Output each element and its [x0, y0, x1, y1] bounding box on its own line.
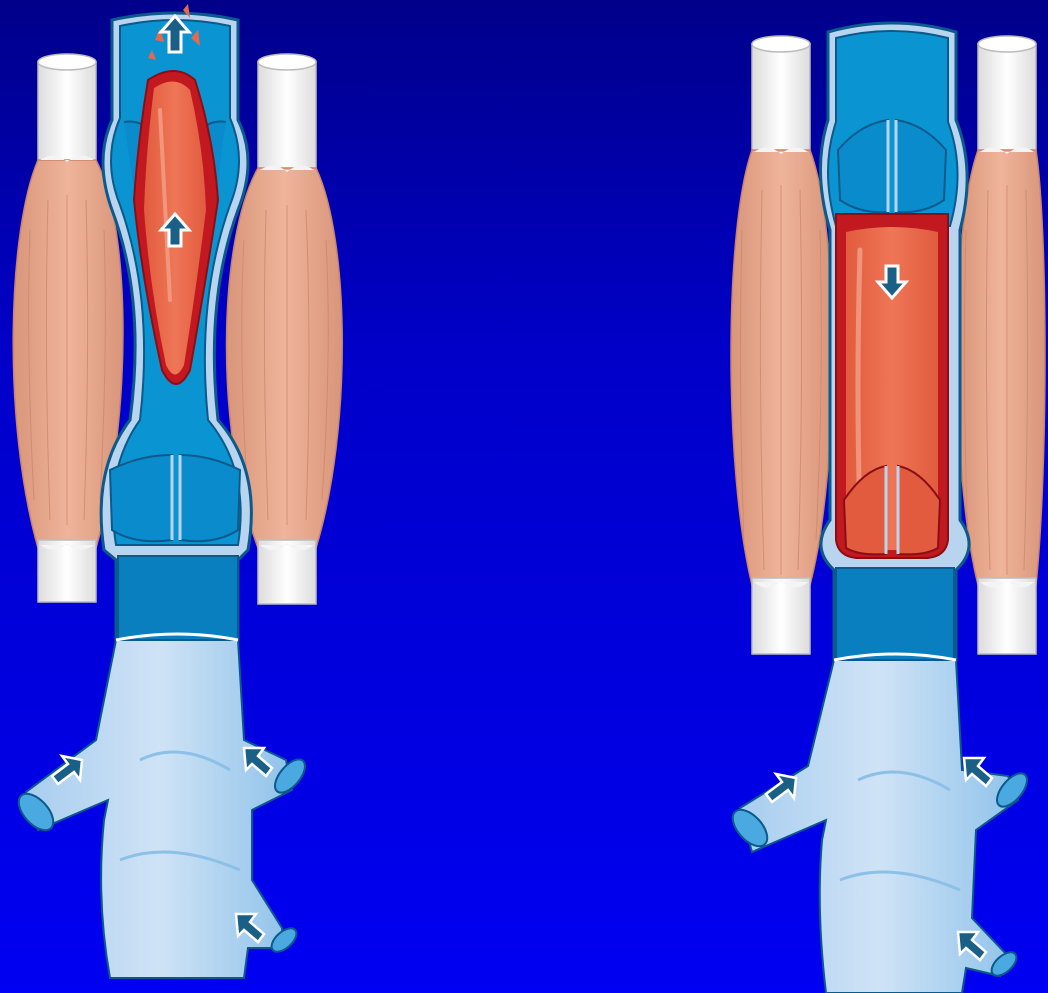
diagram-canvas	[0, 0, 1048, 993]
venous-valve-diagram	[0, 0, 1048, 993]
